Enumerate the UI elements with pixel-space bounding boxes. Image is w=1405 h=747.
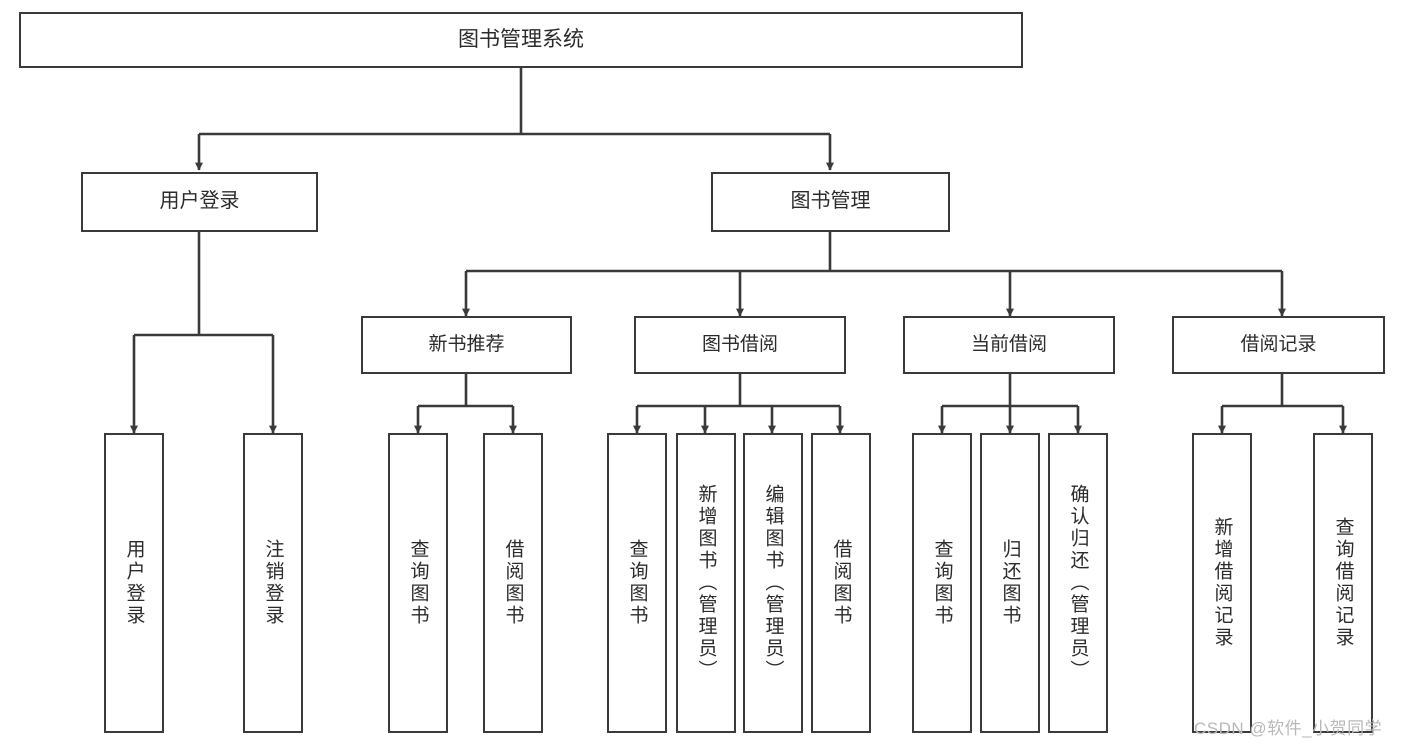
node-borrow-record[interactable]: 借阅记录 xyxy=(1172,316,1385,374)
node-label: 图书管理系统 xyxy=(458,27,584,51)
leaf-confirm-return-admin[interactable]: 确认归还（管理员） xyxy=(1048,433,1108,733)
node-label: 借阅记录 xyxy=(1240,333,1317,355)
leaf-borrow-book-recommend[interactable]: 借阅图书 xyxy=(483,433,543,733)
leaf-return-book[interactable]: 归还图书 xyxy=(980,433,1040,733)
leaf-borrow-book[interactable]: 借阅图书 xyxy=(811,433,871,733)
leaf-query-borrow-record[interactable]: 查询借阅记录 xyxy=(1313,433,1373,733)
leaf-user-login[interactable]: 用户登录 xyxy=(104,433,164,733)
node-label: 查询图书 xyxy=(407,539,429,627)
node-label: 用户登录 xyxy=(123,539,145,627)
node-label: 注销登录 xyxy=(262,539,284,627)
node-label: 图书借阅 xyxy=(701,333,778,355)
node-user-login[interactable]: 用户登录 xyxy=(81,172,318,232)
node-current-borrow[interactable]: 当前借阅 xyxy=(903,316,1115,374)
node-label: 编辑图书（管理员） xyxy=(762,484,784,682)
node-root-system[interactable]: 图书管理系统 xyxy=(19,12,1023,68)
node-label: 用户登录 xyxy=(159,190,240,213)
leaf-edit-book-admin[interactable]: 编辑图书（管理员） xyxy=(743,433,803,733)
node-label: 新书推荐 xyxy=(428,333,505,355)
leaf-query-book-recommend[interactable]: 查询图书 xyxy=(388,433,448,733)
node-label: 图书管理 xyxy=(790,190,871,213)
node-label: 查询图书 xyxy=(626,539,648,627)
node-book-management[interactable]: 图书管理 xyxy=(711,172,950,232)
node-label: 查询图书 xyxy=(931,539,953,627)
node-new-book-recommend[interactable]: 新书推荐 xyxy=(361,316,572,374)
leaf-logout[interactable]: 注销登录 xyxy=(243,433,303,733)
node-label: 查询借阅记录 xyxy=(1332,517,1354,649)
node-label: 归还图书 xyxy=(999,539,1021,627)
node-label: 借阅图书 xyxy=(502,539,524,627)
node-label: 借阅图书 xyxy=(830,539,852,627)
leaf-query-book-borrow[interactable]: 查询图书 xyxy=(607,433,667,733)
node-label: 确认归还（管理员） xyxy=(1067,484,1089,682)
node-label: 新增借阅记录 xyxy=(1211,517,1233,649)
node-label: 新增图书（管理员） xyxy=(695,484,717,682)
leaf-add-borrow-record[interactable]: 新增借阅记录 xyxy=(1192,433,1252,733)
leaf-add-book-admin[interactable]: 新增图书（管理员） xyxy=(676,433,736,733)
node-book-borrow[interactable]: 图书借阅 xyxy=(634,316,846,374)
leaf-query-book-current[interactable]: 查询图书 xyxy=(912,433,972,733)
node-label: 当前借阅 xyxy=(970,333,1047,355)
watermark-credit: CSDN @软件_小贺同学 xyxy=(1194,719,1383,738)
